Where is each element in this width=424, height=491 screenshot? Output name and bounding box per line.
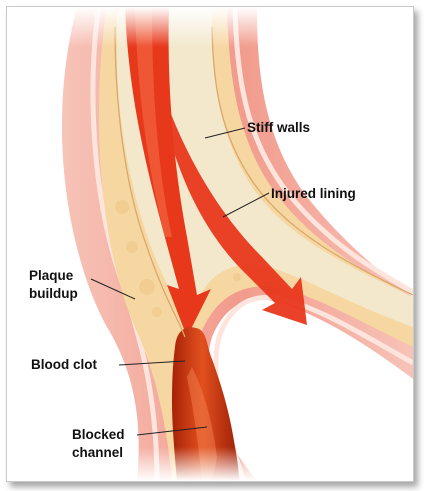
label-injured-lining: Injured lining	[271, 185, 356, 203]
label-blocked-channel: Blocked channel	[72, 426, 125, 462]
diagram-frame: Stiff walls Injured lining Plaque buildu…	[6, 6, 414, 482]
plaque-buildup-line2: buildup	[29, 285, 78, 303]
label-blood-clot: Blood clot	[31, 356, 97, 374]
blocked-channel-line1: Blocked	[72, 426, 125, 444]
label-stiff-walls: Stiff walls	[247, 119, 310, 137]
label-plaque-buildup: Plaque buildup	[29, 267, 78, 303]
artery-illustration	[7, 7, 413, 481]
blood-clot-text: Blood clot	[31, 357, 97, 372]
injured-lining-text: Injured lining	[271, 186, 356, 201]
blocked-channel-line2: channel	[72, 444, 125, 462]
stiff-walls-text: Stiff walls	[247, 120, 310, 135]
plaque-buildup-line1: Plaque	[29, 267, 78, 285]
